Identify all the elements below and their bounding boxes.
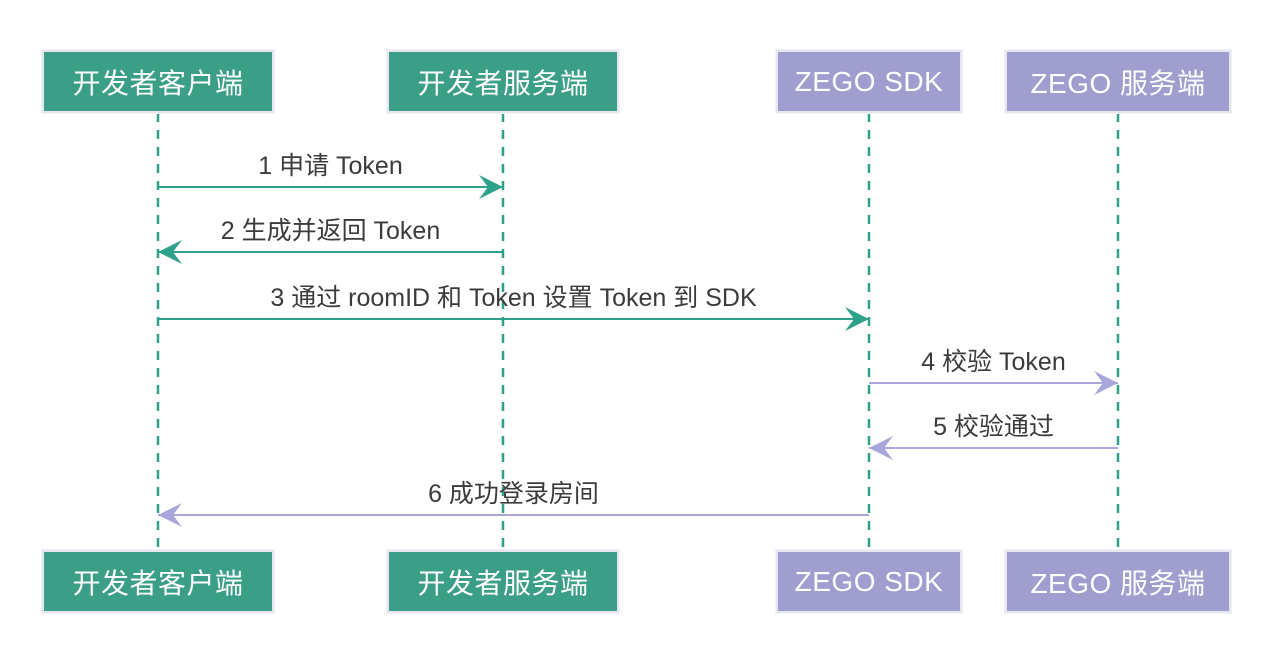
message-label-2: 2 生成并返回 Token xyxy=(220,217,441,245)
participant-zego-server-bottom: ZEGO 服务端 xyxy=(1005,550,1231,613)
message-label-1: 1 申请 Token xyxy=(258,152,403,180)
message-label-6: 6 成功登录房间 xyxy=(428,480,599,508)
participant-dev-client-top: 开发者客户端 xyxy=(42,50,274,113)
participant-dev-client-bottom: 开发者客户端 xyxy=(42,550,274,613)
message-label-3: 3 通过 roomID 和 Token 设置 Token 到 SDK xyxy=(270,284,757,312)
participant-zego-sdk-bottom: ZEGO SDK xyxy=(776,550,962,613)
message-label-5: 5 校验通过 xyxy=(933,413,1054,441)
participant-zego-sdk-top: ZEGO SDK xyxy=(776,50,962,113)
message-label-4: 4 校验 Token xyxy=(921,348,1066,376)
participant-dev-server-bottom: 开发者服务端 xyxy=(387,550,619,613)
participant-zego-server-top: ZEGO 服务端 xyxy=(1005,50,1231,113)
participant-dev-server-top: 开发者服务端 xyxy=(387,50,619,113)
